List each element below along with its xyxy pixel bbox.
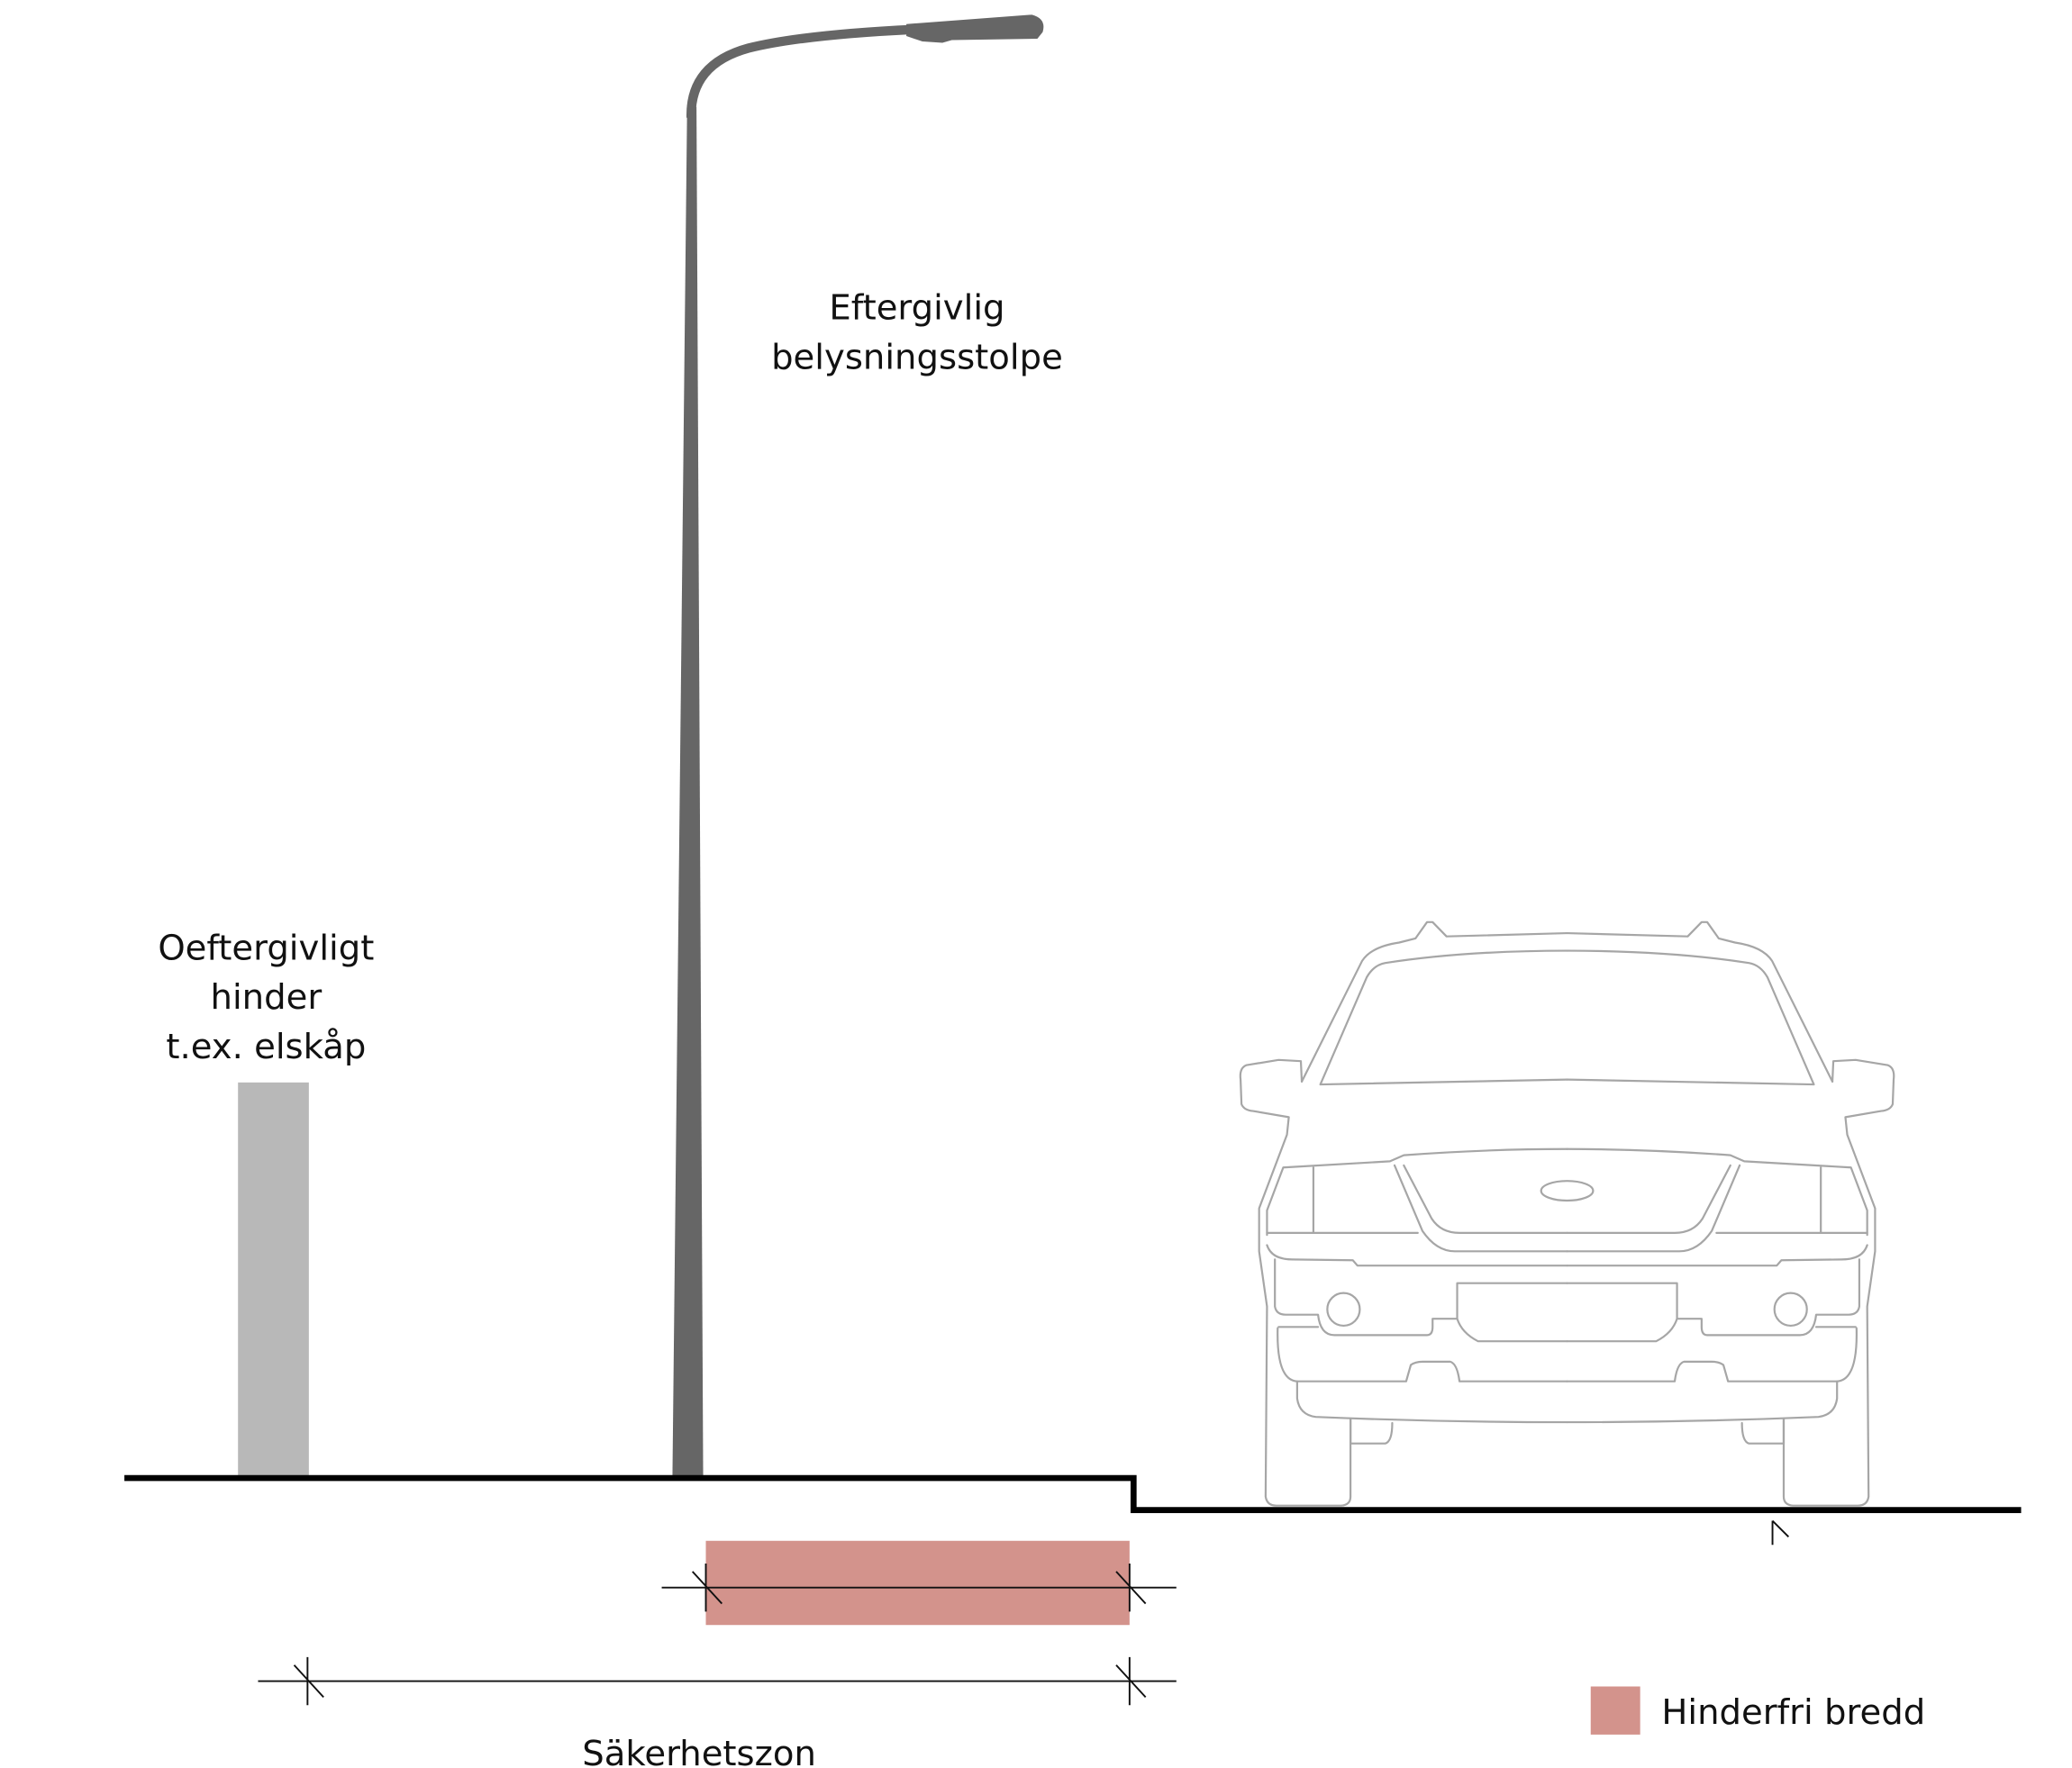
ground-line-with-curb bbox=[124, 1474, 2022, 1513]
electrical-cabinet-obstacle bbox=[238, 1082, 309, 1479]
clear-width-area bbox=[705, 1540, 1130, 1626]
small-marker bbox=[1771, 1519, 1790, 1546]
safety-zone-label: Säkerhetszon bbox=[582, 1734, 816, 1768]
car-front-view bbox=[1240, 921, 1895, 1507]
legend: Hinderfri bredd bbox=[1590, 1686, 1925, 1735]
lamp-post-label-line2: belysningsstolpe bbox=[771, 338, 1063, 378]
legend-label-clear-width: Hinderfri bredd bbox=[1661, 1692, 1925, 1733]
clear-width-dimension bbox=[661, 1563, 1177, 1612]
lamp-post bbox=[672, 14, 1044, 1479]
car-logo bbox=[1541, 1181, 1594, 1201]
obstacle-label-line2: hinder bbox=[211, 977, 323, 1018]
safety-zone-dimension bbox=[258, 1656, 1177, 1706]
obstacle-label-line1: Oeftergivligt bbox=[158, 928, 374, 968]
lamp-post-label-line1: Eftergivlig bbox=[829, 288, 1004, 329]
legend-swatch-clear-width bbox=[1590, 1686, 1640, 1735]
obstacle-label-line3: t.ex. elskåp bbox=[166, 1027, 366, 1067]
